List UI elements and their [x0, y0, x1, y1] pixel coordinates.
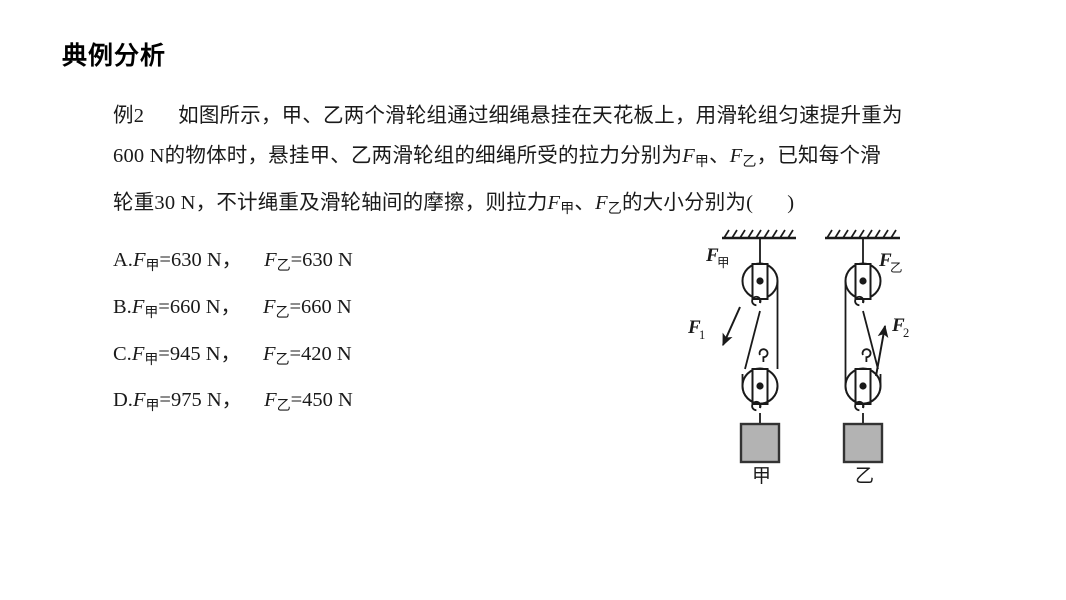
option-b-subscript-1: 甲 [144, 305, 159, 321]
label-force-f1: F [687, 317, 701, 338]
force-subscript-yi: 乙 [742, 154, 757, 170]
hook-block-right [854, 400, 865, 412]
page-title: 典例分析 [62, 42, 167, 70]
block-yi [842, 422, 884, 464]
option-b-subscript-2: 乙 [275, 305, 290, 321]
label-block-yi: 乙 [855, 466, 874, 487]
problem-line-1-text: 如图所示，甲、乙两个滑轮组通过细绳悬挂在天花板上，用滑轮组匀速提升重为 [178, 105, 903, 127]
option-c-value-2: =420 N [289, 342, 352, 365]
option-b-key: B. [113, 295, 132, 318]
force-arrow-f2 [875, 324, 889, 377]
hook-movable-left [758, 348, 769, 362]
problem-line-3-text-c: ) [787, 191, 795, 214]
force-subscript-yi: 乙 [607, 201, 622, 217]
option-d-subscript-1: 甲 [145, 399, 160, 415]
option-d-value-2: =450 N [290, 389, 353, 412]
option-a-key: A. [113, 248, 133, 271]
fixed-pulley-right [844, 262, 882, 300]
option-d-value-1: =975 N， [159, 389, 243, 412]
rope-slant-left-system [744, 310, 761, 370]
hook-block-left [751, 400, 762, 412]
block-jia [739, 422, 781, 464]
hook-fixed-left [751, 295, 762, 307]
problem-line-3-text-a: 轮重30 N，不计绳重及滑轮轴间的摩擦，则拉力 [113, 191, 548, 214]
force-subscript-jia: 甲 [694, 154, 710, 170]
problem-line-1: 例2 如图所示，甲、乙两个滑轮组通过细绳悬挂在天花板上，用滑轮组匀速提升重为 [113, 96, 993, 136]
label-force-f2-subscript: 2 [903, 326, 909, 340]
option-d-key: D. [113, 389, 133, 412]
option-a-subscript-2: 乙 [276, 258, 291, 274]
label-force-yi-subscript: 乙 [890, 261, 903, 275]
option-d-subscript-2: 乙 [276, 399, 291, 415]
option-c-value-1: =945 N， [158, 342, 242, 365]
option-d-symbol-1: F [132, 389, 146, 412]
option-d-symbol-2: F [264, 389, 277, 412]
force-symbol-jia: F [682, 145, 695, 167]
option-c-subscript-2: 乙 [275, 352, 290, 368]
option-c-key: C. [113, 342, 132, 365]
right-pulley-system [825, 229, 900, 464]
hook-fixed-right [854, 295, 865, 307]
option-b-value-2: =660 N [289, 295, 352, 318]
problem-line-3: 轮重30 N，不计绳重及滑轮轴间的摩擦，则拉力F甲、F乙的大小分别为() [113, 183, 993, 230]
label-block-jia: 甲 [752, 466, 771, 487]
force-symbol-yi: F [595, 191, 608, 214]
option-a[interactable]: A.F甲=630 N，F乙=630 N [113, 240, 993, 287]
rope-slant-right-system [862, 310, 879, 370]
option-c-symbol-1: F [131, 342, 145, 365]
option-c[interactable]: C.F甲=945 N，F乙=420 N [113, 334, 993, 381]
option-a-value-2: =630 N [290, 248, 353, 271]
label-force-jia-subscript: 甲 [717, 256, 730, 270]
separator: 、 [709, 145, 730, 167]
problem-line-2: 600 N的物体时，悬挂甲、乙两滑轮组的细绳所受的拉力分别为F甲、F乙，已知每个… [113, 136, 993, 183]
ceiling-right [825, 229, 900, 240]
left-pulley-system [722, 229, 796, 464]
label-force-yi: F [878, 250, 892, 271]
label-force-jia: F [705, 245, 719, 266]
hook-movable-right [861, 348, 872, 362]
option-a-value-1: =630 N， [159, 248, 243, 271]
force-symbol-yi: F [729, 145, 743, 167]
fixed-pulley-left [741, 262, 779, 300]
label-force-f2: F [891, 315, 905, 336]
option-a-symbol-1: F [132, 248, 146, 271]
option-c-symbol-2: F [263, 342, 276, 365]
option-b-value-1: =660 N， [158, 295, 242, 318]
ceiling-left [722, 229, 796, 240]
label-force-f1-subscript: 1 [699, 328, 705, 342]
problem-number: 例2 [113, 105, 145, 127]
option-b-symbol-1: F [131, 295, 145, 318]
pulley-diagram: F 甲 F 1 甲 [676, 214, 956, 494]
force-subscript-jia: 甲 [560, 201, 575, 217]
problem-line-3-text-b: 的大小分别为( [621, 191, 754, 214]
problem-line-2-text-b: ，已知每个滑 [756, 145, 881, 167]
option-d[interactable]: D.F甲=975 N，F乙=450 N [113, 380, 993, 427]
option-b[interactable]: B.F甲=660 N，F乙=660 N [113, 287, 993, 334]
option-c-subscript-1: 甲 [144, 352, 159, 368]
problem-line-2-text-a: 600 N的物体时，悬挂甲、乙两滑轮组的细绳所受的拉力分别为 [113, 145, 683, 167]
separator: 、 [574, 191, 596, 214]
problem-body: 例2 如图所示，甲、乙两个滑轮组通过细绳悬挂在天花板上，用滑轮组匀速提升重为 60… [113, 96, 993, 427]
force-arrow-f1 [722, 306, 741, 347]
force-symbol-jia: F [547, 191, 561, 214]
option-a-symbol-2: F [264, 248, 277, 271]
option-a-subscript-1: 甲 [145, 258, 160, 274]
option-b-symbol-2: F [263, 295, 276, 318]
